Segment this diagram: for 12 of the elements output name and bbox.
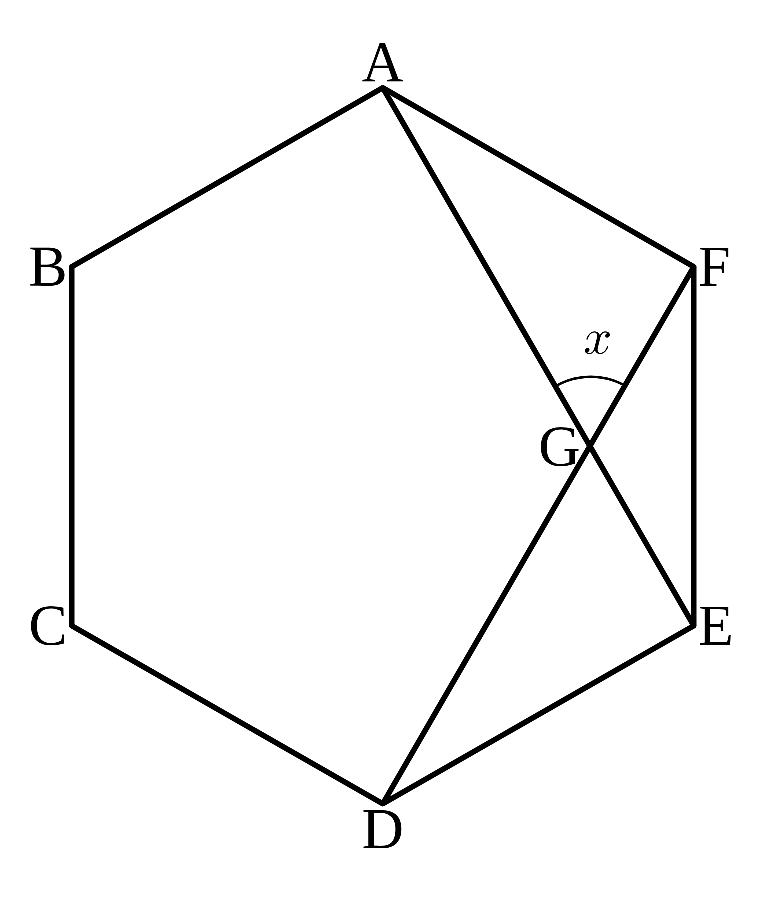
line-segment (380, 85, 697, 629)
vertex-label: C (31, 606, 64, 646)
angle-label: $x$ (585, 332, 610, 354)
line-segment (691, 264, 697, 629)
line-segment (380, 264, 697, 807)
vertex-label: E (700, 607, 731, 645)
line-segment (69, 264, 75, 629)
vertex-label: F (700, 248, 729, 286)
vertex-label: A (362, 43, 404, 82)
vertex-label: G (541, 428, 579, 466)
vertex-label: B (30, 248, 65, 286)
vertex-label: D (364, 810, 402, 848)
